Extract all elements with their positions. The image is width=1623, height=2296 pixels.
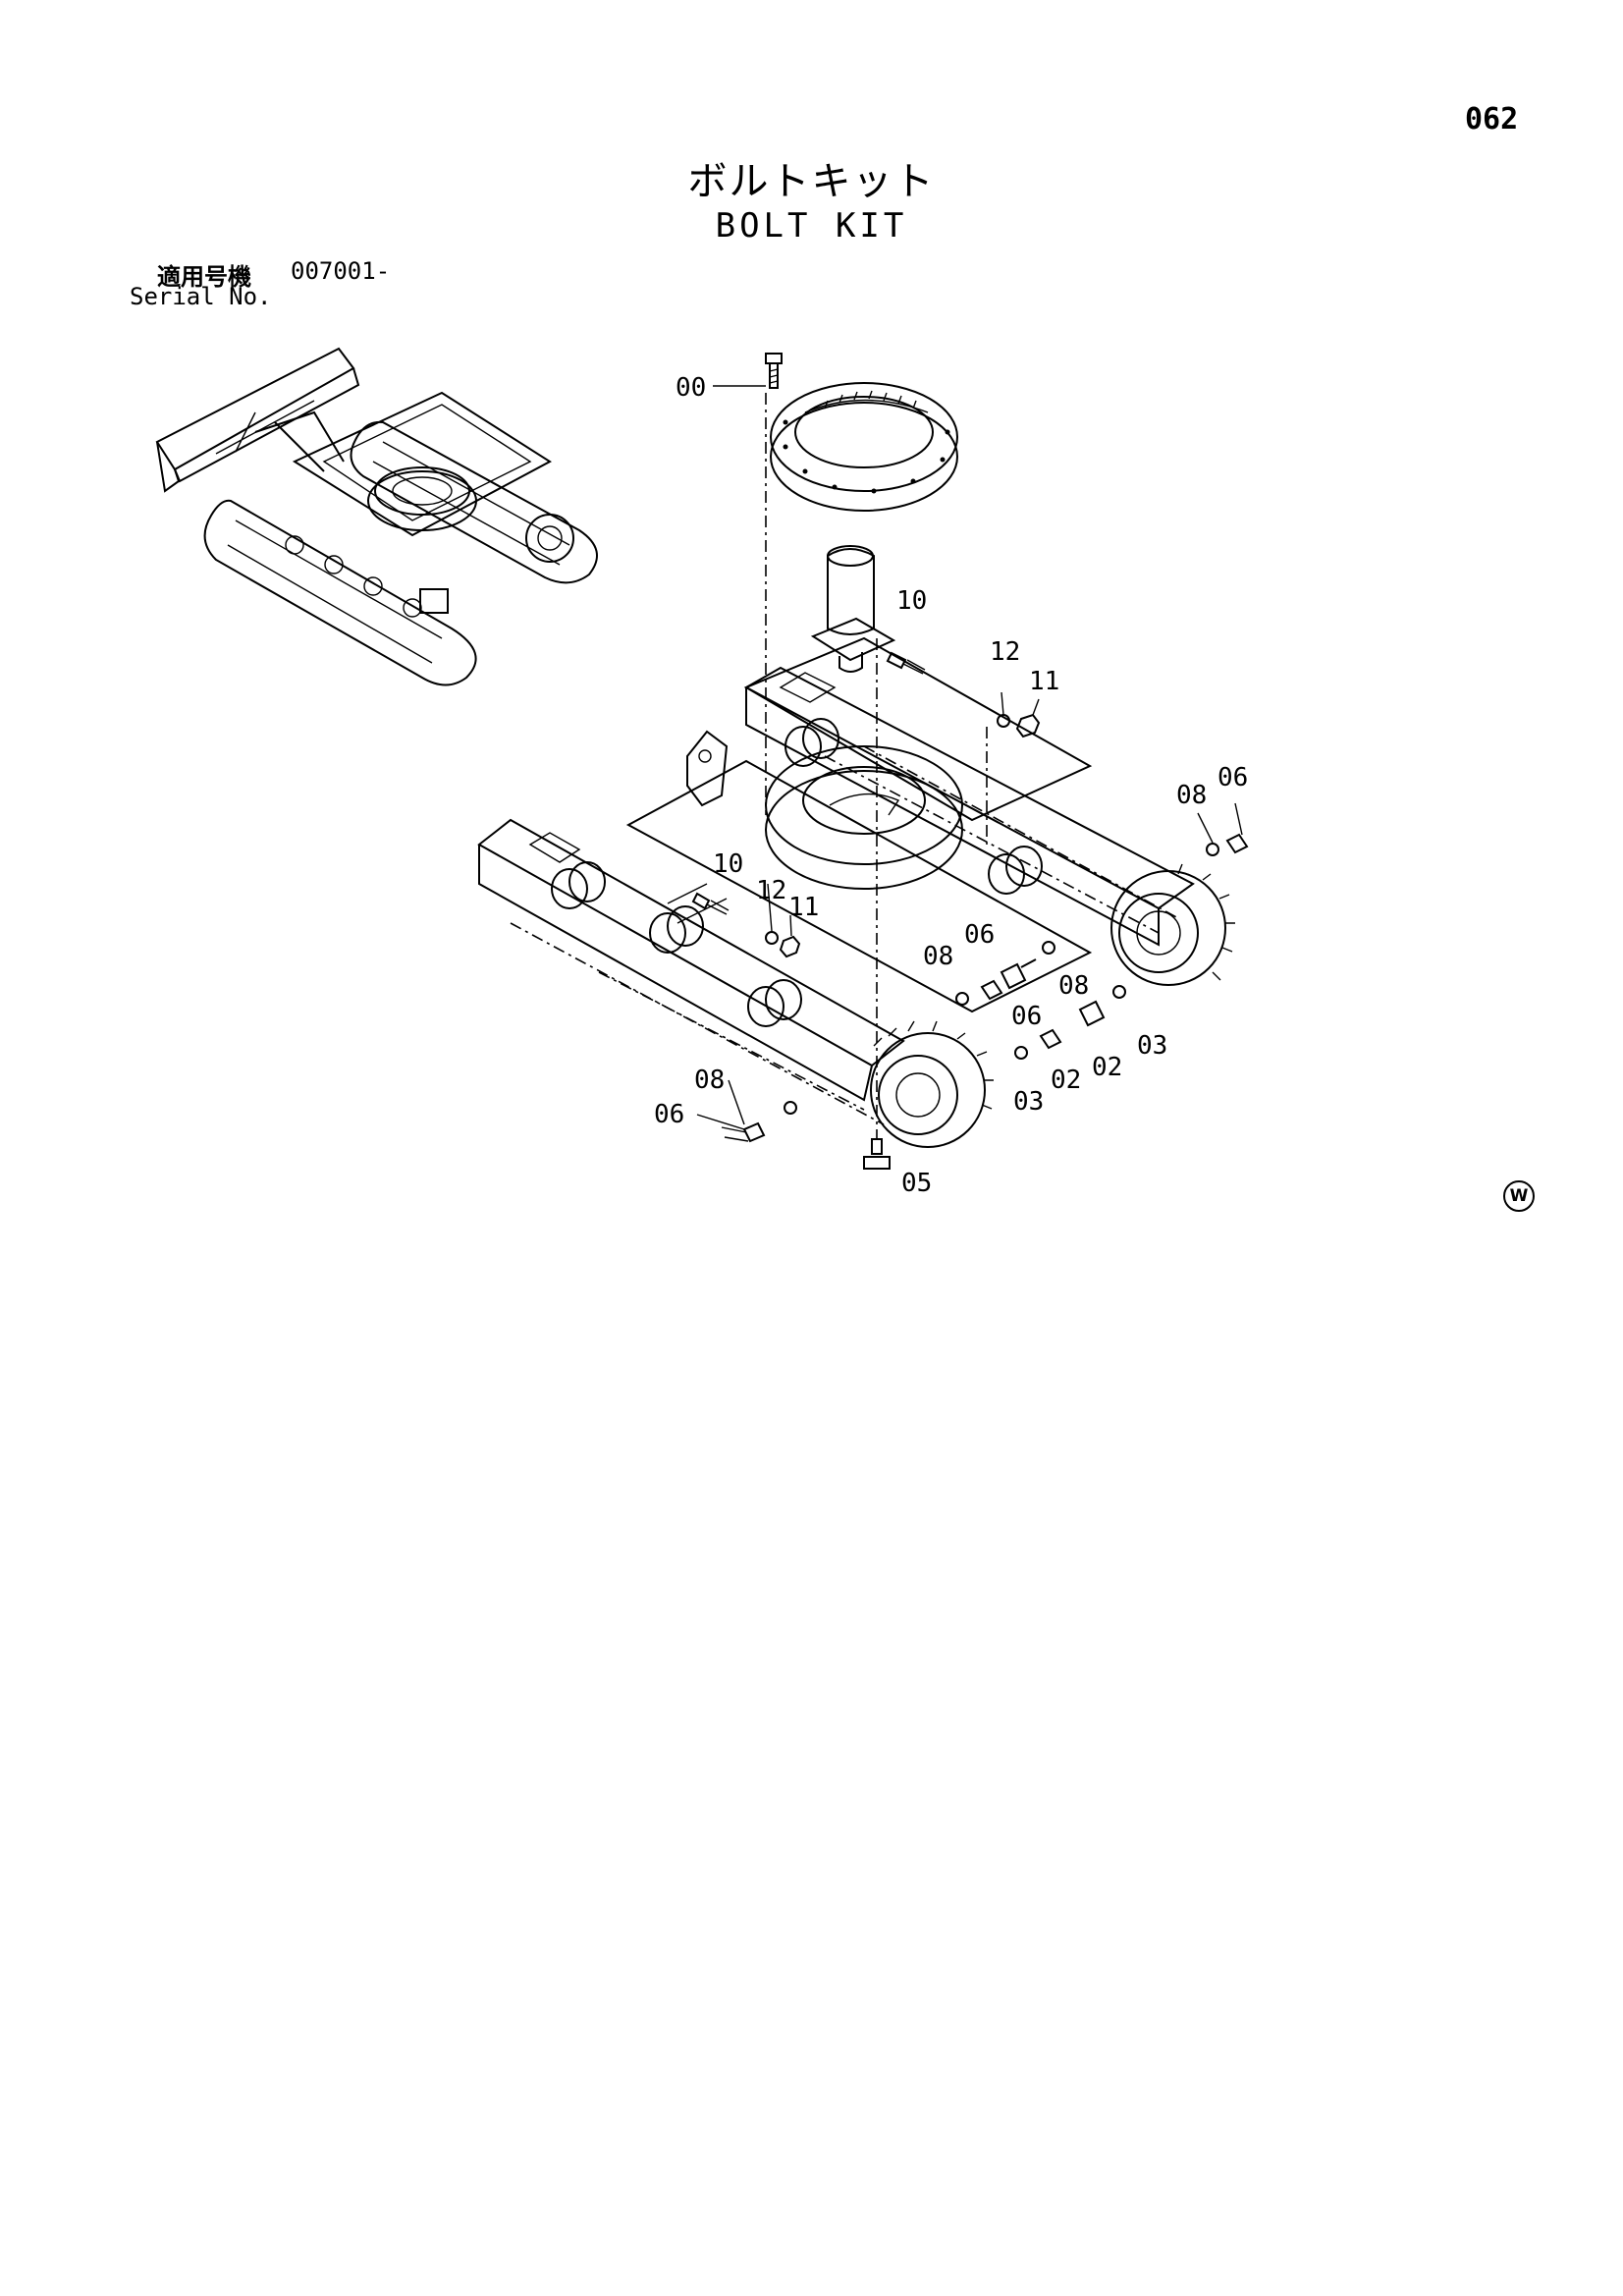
- part-label-08-center: 08: [1058, 971, 1089, 1001]
- title-english: BOLT KIT: [715, 206, 908, 246]
- part-label-06-middle: 06: [964, 920, 995, 950]
- serial-label-english: Serial No.: [130, 283, 272, 310]
- part-labels: 00 10 12 11 08 06 10 12 11 08 06 08 06 0…: [654, 373, 1248, 1198]
- excavator-overview-drawing: [155, 347, 598, 686]
- part-label-02-left: 02: [1051, 1066, 1081, 1095]
- part-label-06-lower-left: 06: [654, 1100, 684, 1129]
- part-label-03-right: 03: [1137, 1031, 1167, 1061]
- part-label-06-lower-middle: 06: [1011, 1002, 1042, 1031]
- w-mark-icon: W: [1503, 1180, 1535, 1212]
- part-label-08-middle: 08: [923, 942, 953, 971]
- part-label-11-lower: 11: [788, 893, 819, 922]
- page-number: 062: [1465, 102, 1519, 137]
- part-label-08-right: 08: [1176, 781, 1207, 810]
- part-label-10-upper: 10: [896, 586, 927, 616]
- serial-label-japanese: 適用号機: [157, 263, 251, 291]
- part-label-00: 00: [676, 373, 706, 403]
- leader-lines: [696, 385, 1243, 1130]
- part-label-02-right: 02: [1092, 1053, 1122, 1082]
- part-label-11-upper: 11: [1029, 667, 1059, 696]
- part-label-10-lower: 10: [713, 849, 743, 879]
- part-label-03-left: 03: [1013, 1087, 1044, 1117]
- part-label-05: 05: [901, 1169, 932, 1198]
- serial-number-value: 007001-: [291, 257, 391, 285]
- title-japanese: ボルトキット: [687, 159, 936, 204]
- part-label-12-upper: 12: [990, 637, 1020, 667]
- part-label-12-lower: 12: [756, 876, 786, 905]
- undercarriage-frame-drawing: [477, 353, 1249, 1170]
- part-label-06-right: 06: [1217, 763, 1248, 793]
- part-label-08-lower-left: 08: [694, 1066, 725, 1095]
